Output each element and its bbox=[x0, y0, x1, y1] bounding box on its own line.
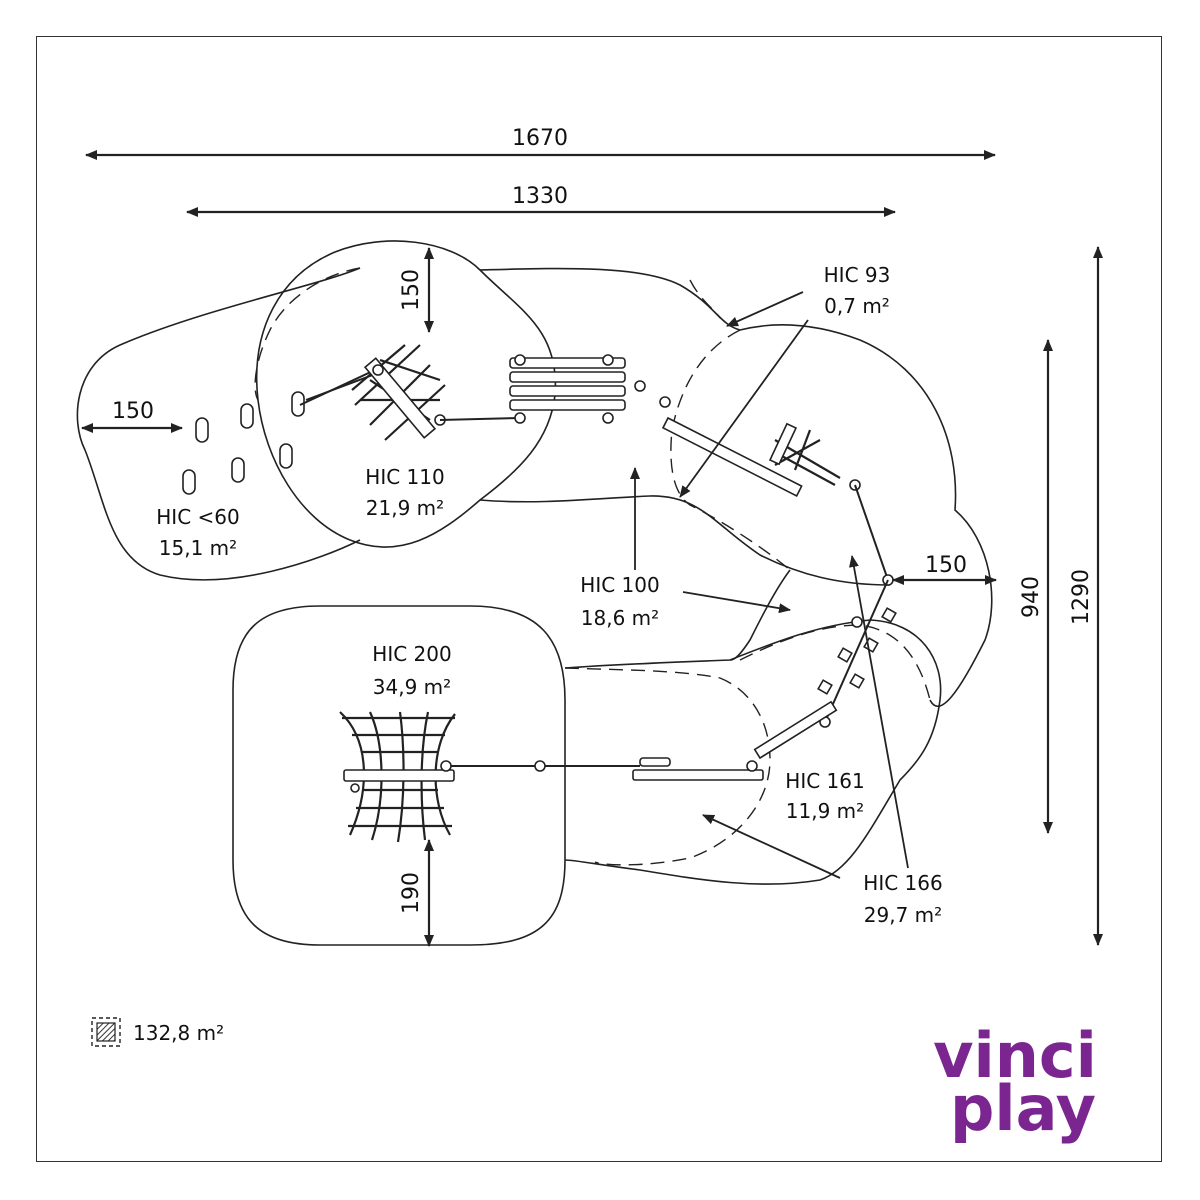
zone-label-area: 0,7 m² bbox=[824, 294, 890, 318]
equipment bbox=[182, 344, 897, 843]
leader-arrows bbox=[630, 291, 909, 879]
bottom-beam bbox=[448, 700, 838, 781]
stepping-stones-right bbox=[817, 579, 897, 728]
hatched-area-icon bbox=[91, 1017, 121, 1047]
zone-label-area: 15,1 m² bbox=[159, 536, 237, 560]
zone-hic-60 bbox=[76, 267, 361, 581]
net-climber-bottom bbox=[339, 711, 456, 843]
total-area-label: 132,8 m² bbox=[133, 1021, 224, 1045]
zone-overlap-b bbox=[689, 279, 721, 319]
zone-label-area: 29,7 m² bbox=[864, 903, 942, 927]
zone-label-hic: HIC 110 bbox=[365, 465, 444, 489]
zone-labels: HIC <60 15,1 m² HIC 110 21,9 m² HIC 93 0… bbox=[156, 263, 942, 927]
bottom-clearance-label: 190 bbox=[399, 872, 424, 914]
zone-overlap-d bbox=[729, 569, 791, 661]
net-climber-top bbox=[299, 344, 521, 441]
vinciplay-logo: vinci play bbox=[933, 1019, 1097, 1145]
right-clearance-label: 150 bbox=[925, 553, 967, 578]
dimension-arrows bbox=[81, 150, 1103, 947]
zone-overlap-c bbox=[739, 624, 931, 701]
inner-width-label: 1330 bbox=[512, 184, 568, 209]
zone-label-hic: HIC 93 bbox=[824, 263, 891, 287]
stepping-posts bbox=[182, 391, 305, 495]
zone-hic-200 bbox=[232, 605, 566, 946]
zone-hic-100-lower bbox=[479, 495, 891, 586]
overall-width-label: 1670 bbox=[512, 126, 568, 151]
zone-label-area: 34,9 m² bbox=[373, 675, 451, 699]
zone-label-area: 21,9 m² bbox=[366, 496, 444, 520]
zone-label-area: 18,6 m² bbox=[581, 606, 659, 630]
overall-depth-label: 1290 bbox=[1069, 569, 1094, 625]
zone-label-hic: HIC 200 bbox=[372, 642, 451, 666]
inner-depth-label: 940 bbox=[1019, 576, 1044, 618]
left-clearance-label: 150 bbox=[112, 399, 154, 424]
dimension-labels: 1670 1330 1290 940 150 150 150 190 bbox=[112, 126, 1094, 914]
zone-label-hic: HIC 161 bbox=[785, 769, 864, 793]
zone-hic-100 bbox=[479, 267, 993, 707]
zone-label-hic: HIC 166 bbox=[863, 871, 942, 895]
zone-hic-161-dash bbox=[564, 667, 771, 866]
zone-label-hic: HIC <60 bbox=[156, 505, 239, 529]
zone-hic-166 bbox=[564, 619, 942, 885]
safety-zones bbox=[76, 240, 993, 946]
zone-label-area: 11,9 m² bbox=[786, 799, 864, 823]
zone-label-hic: HIC 100 bbox=[580, 573, 659, 597]
area-legend: 132,8 m² bbox=[91, 1017, 224, 1047]
logo-line-2: play bbox=[950, 1072, 1096, 1145]
top-clearance-label: 150 bbox=[399, 269, 424, 311]
plank-bridge bbox=[509, 354, 646, 424]
drawing-frame bbox=[36, 36, 1162, 1162]
balance-beam-net bbox=[659, 396, 894, 586]
zone-overlap-a bbox=[254, 267, 361, 401]
logo-line-1: vinci bbox=[933, 1019, 1097, 1092]
